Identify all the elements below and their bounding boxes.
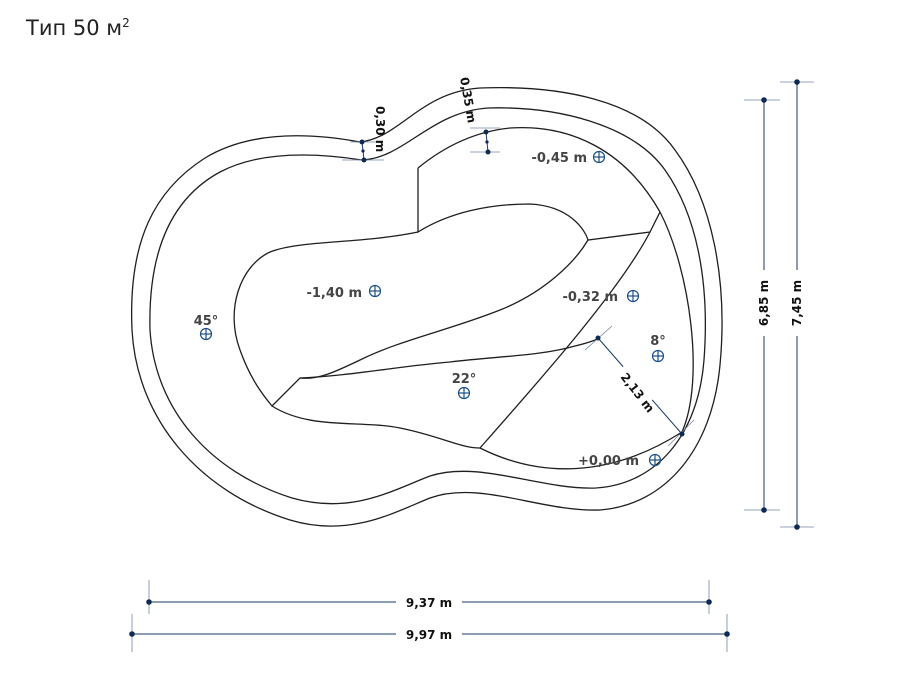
- ramp-dot-top: [595, 335, 601, 341]
- wall-left-dot-mid: [361, 149, 365, 153]
- width-outer-dot-left: [129, 631, 135, 637]
- depth-mid-shelf-label: -0,32 m: [562, 290, 618, 305]
- height-outer-dot-top: [794, 79, 800, 85]
- angle-left-wall-label: 45°: [194, 314, 219, 329]
- ramp-diagonal-line-3: [479, 431, 683, 470]
- depth-marker-entry-icon: [648, 453, 662, 467]
- width-outer-label: 9,97 m: [406, 628, 452, 642]
- wall-right-dot-bottom: [485, 149, 491, 155]
- height-outer-label-background: [789, 270, 805, 336]
- ramp-label-background: [610, 355, 666, 411]
- angle-ramp-label: 22°: [452, 372, 477, 387]
- title-text: Тип 50 м: [26, 16, 123, 40]
- wall-right-label: 0,35 m: [457, 76, 479, 124]
- depth-deep-zone-label: -1,40 m: [306, 286, 362, 301]
- page-title: Тип 50 м2: [26, 16, 130, 40]
- height-outer-dot-bottom: [794, 524, 800, 530]
- wall-right-dot-top: [483, 129, 489, 135]
- width-outer-label-background: [396, 626, 462, 642]
- height-inner-dot-bottom: [761, 507, 767, 513]
- depth-upper-bench-label: -0,45 m: [531, 151, 587, 166]
- ramp-lower-edge: [299, 337, 601, 379]
- depth-marker-upper-bench-icon: [592, 150, 606, 164]
- width-inner-dot-right: [706, 599, 712, 605]
- depth-marker-mid-shelf-icon: [626, 289, 640, 303]
- height-inner-dot-top: [761, 97, 767, 103]
- ramp-diagonal-line-1: [479, 231, 651, 449]
- wall-right-dot-mid: [485, 140, 489, 144]
- pool-inner-rim: [149, 107, 706, 505]
- width-inner-dot-left: [146, 599, 152, 605]
- depth-entry-label: +0,00 m: [578, 454, 639, 469]
- depth-marker-deep-zone-icon: [368, 284, 382, 298]
- width-inner-label: 9,37 m: [406, 596, 452, 610]
- angle-marker-left-wall-icon: [199, 327, 213, 341]
- angle-marker-shallow-icon: [651, 349, 665, 363]
- ramp-diagonal-line-2: [659, 211, 694, 433]
- angle-shallow-label: 8°: [650, 334, 666, 349]
- angle-marker-ramp-icon: [457, 386, 471, 400]
- upper-bench-outline: [417, 126, 661, 213]
- wall-left-label: 0,30 m: [373, 106, 387, 152]
- pool-outer-rim: [130, 86, 723, 527]
- upper-bench-inner-edge: [417, 168, 661, 241]
- height-inner-label: 6,85 m: [757, 280, 771, 326]
- width-inner-label-background: [396, 594, 462, 610]
- wall-left-dot-top: [359, 139, 365, 145]
- deep-zone-shelf-edge: [271, 239, 589, 407]
- ramp-dot-bottom: [679, 431, 685, 437]
- height-outer-label: 7,45 m: [790, 280, 804, 326]
- height-inner-label-background: [756, 270, 772, 336]
- width-outer-dot-right: [724, 631, 730, 637]
- deep-zone-outline: [233, 231, 481, 449]
- wall-left-dot-bottom: [361, 157, 367, 163]
- title-superscript: 2: [122, 16, 130, 30]
